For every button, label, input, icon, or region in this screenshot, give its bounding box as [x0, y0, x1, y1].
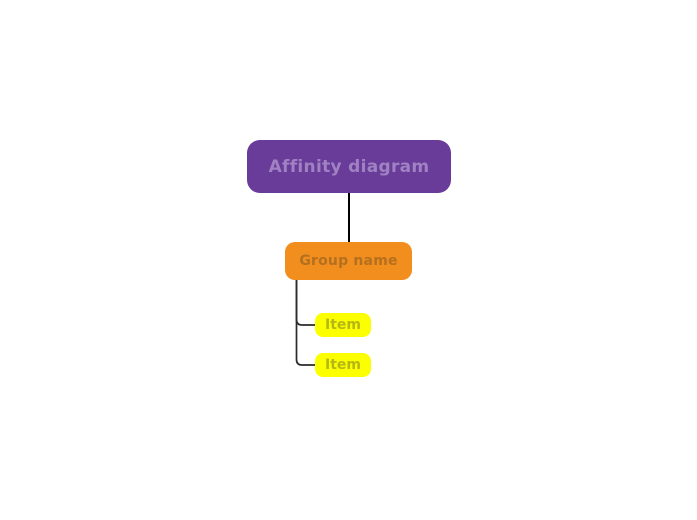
node-item-2-label: Item [325, 357, 361, 373]
node-item-1-label: Item [325, 317, 361, 333]
connector-group-to-item-1 [295, 279, 316, 326]
node-item-2[interactable]: Item [315, 353, 371, 377]
node-affinity-diagram[interactable]: Affinity diagram [247, 140, 451, 193]
node-group-name[interactable]: Group name [285, 242, 412, 280]
node-affinity-diagram-label: Affinity diagram [268, 156, 430, 177]
node-group-name-label: Group name [299, 253, 398, 269]
node-item-1[interactable]: Item [315, 313, 371, 337]
connector-group-to-item-2 [295, 279, 316, 366]
